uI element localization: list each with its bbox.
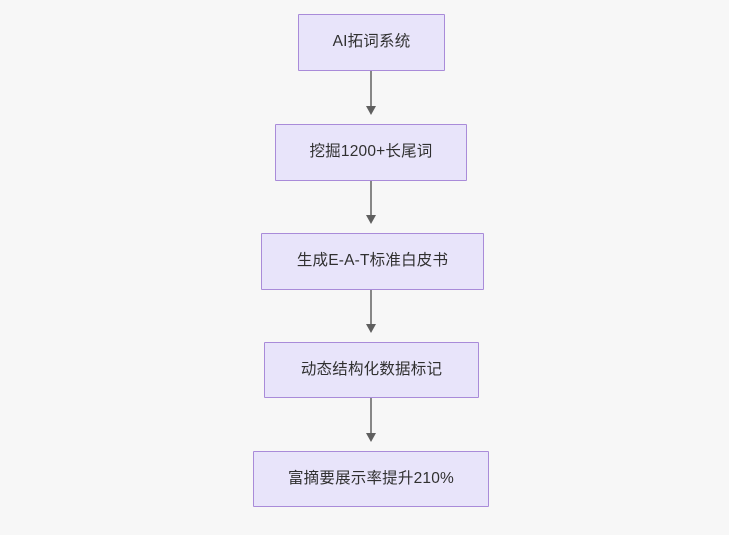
flow-node-label: 生成E-A-T标准白皮书	[296, 252, 449, 270]
flow-edge-3	[370, 290, 372, 325]
flow-edge-1	[370, 71, 372, 107]
flow-node-dynamic-structured-data-markup[interactable]: 动态结构化数据标记	[264, 342, 479, 398]
flow-node-label: 富摘要展示率提升210%	[287, 469, 455, 487]
flow-edge-2	[370, 181, 372, 216]
flow-node-mine-longtail-keywords[interactable]: 挖掘1200+长尾词	[275, 124, 467, 181]
flow-edge-4	[370, 398, 372, 434]
flow-node-label: 动态结构化数据标记	[300, 360, 443, 378]
flow-node-label: AI拓词系统	[332, 33, 411, 51]
flow-arrowhead-3	[365, 324, 376, 333]
flow-node-generate-eat-whitepaper[interactable]: 生成E-A-T标准白皮书	[261, 233, 484, 290]
flow-node-rich-snippet-impression-lift[interactable]: 富摘要展示率提升210%	[253, 451, 489, 507]
flow-arrowhead-4	[365, 433, 376, 442]
flow-arrowhead-1	[365, 106, 376, 115]
flow-node-label: 挖掘1200+长尾词	[309, 143, 433, 161]
flow-arrowhead-2	[365, 215, 376, 224]
flow-node-ai-keyword-system[interactable]: AI拓词系统	[298, 14, 445, 71]
